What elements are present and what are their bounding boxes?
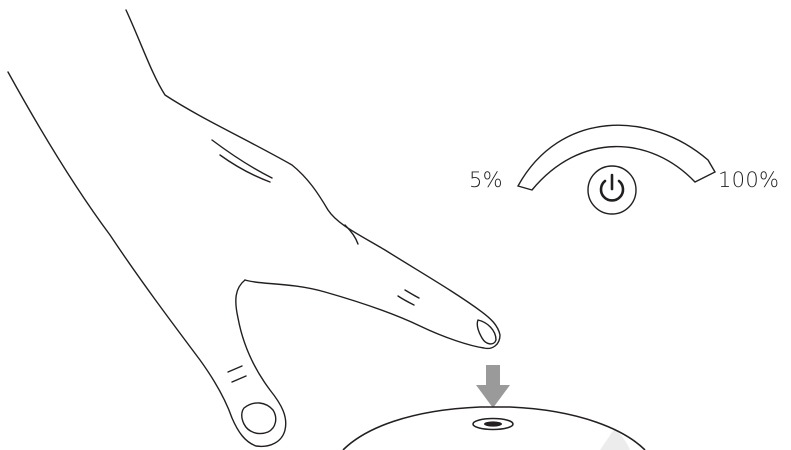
knuckle-line-1: [212, 140, 272, 178]
brightness-min-label: 5%: [469, 170, 503, 191]
brightness-max-label: 100%: [718, 170, 779, 191]
knuckle-line-2: [220, 155, 270, 182]
down-arrow-icon: [476, 365, 510, 408]
brightness-arc: [518, 125, 715, 190]
thumb-crease-2: [232, 376, 246, 382]
lamp-button-center[interactable]: [484, 421, 502, 426]
fingernail: [477, 320, 496, 344]
knuckle-line-3: [345, 225, 358, 244]
finger-crease-2: [405, 290, 419, 298]
lamp-base: [343, 407, 645, 450]
lamp-base-outline: [343, 407, 645, 450]
lamp-base-shadow: [600, 428, 630, 450]
hand-icon: [8, 10, 500, 446]
finger-crease-1: [398, 296, 414, 305]
power-icon: [588, 166, 636, 214]
thumb-crease-1: [228, 366, 242, 372]
hand-outline-bottom: [8, 72, 286, 446]
hand-outline-top: [126, 10, 500, 348]
thumb-detail: [242, 403, 276, 434]
